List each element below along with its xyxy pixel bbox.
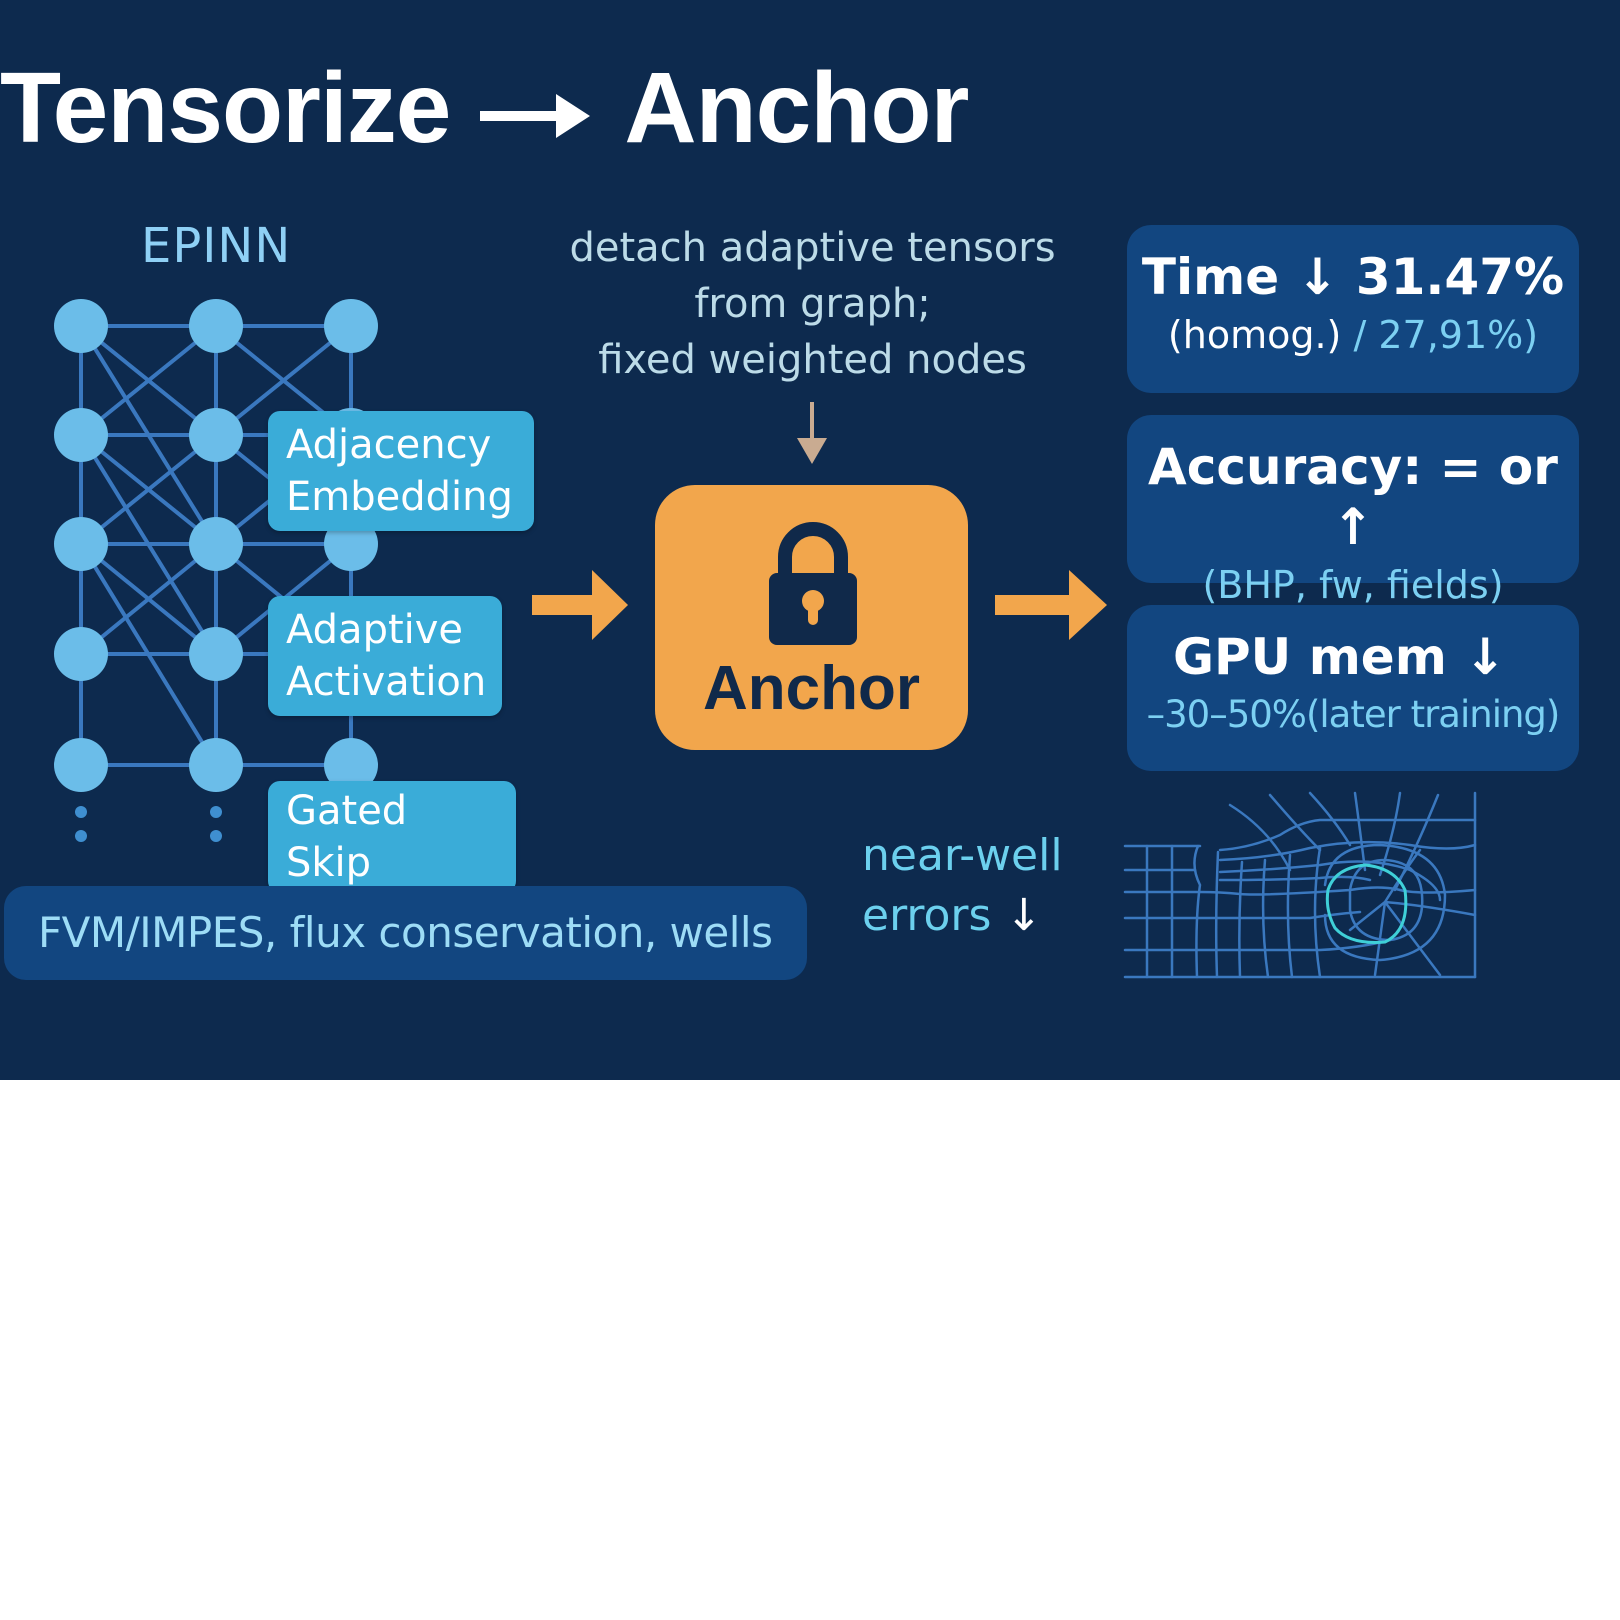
network-edge (79, 542, 218, 767)
network-edge (79, 542, 218, 656)
ellipsis-dot (75, 830, 87, 842)
note-line-1: detach adaptive tensors (569, 225, 1056, 271)
lock-icon (769, 522, 857, 645)
network-node (189, 299, 243, 353)
anchor-label: Anchor (703, 654, 920, 723)
anchor-box: Anchor (655, 485, 968, 750)
title-left: Tensorize (0, 52, 451, 164)
network-edge (79, 324, 218, 546)
note-line-2: from graph; (694, 281, 931, 327)
metric-time-homog: (homog.) (1167, 313, 1342, 357)
anchor-description-note: detach adaptive tensors from graph; fixe… (540, 220, 1085, 388)
network-node (189, 738, 243, 792)
adaptive-activation-tag: Adaptive Activation (268, 596, 502, 716)
metric-gpu-value: GPU mem ↓ (1173, 628, 1507, 686)
epinn-label: EPINN (141, 218, 292, 274)
adjacency-line-2: Embedding (286, 474, 513, 520)
network-node (189, 517, 243, 571)
metric-time-hetero: / 27,91%) (1341, 313, 1539, 357)
near-well-line-1: near-well (862, 830, 1063, 881)
network-edge (214, 324, 353, 437)
note-line-3: fixed weighted nodes (598, 337, 1027, 383)
right-arrow-icon (995, 570, 1107, 640)
metric-accuracy-panel: Accuracy: = or ↑ (BHP, fw, fields) (1127, 415, 1579, 607)
ellipsis-dot (210, 830, 222, 842)
title-arrow-icon (480, 58, 591, 158)
ellipsis-dot (210, 806, 222, 818)
metric-time-value: Time ↓ 31.47% (1141, 248, 1565, 306)
network-node (54, 299, 108, 353)
down-arrow-icon: ↓ (1005, 890, 1043, 941)
metric-accuracy-detail: (BHP, fw, fields) (1202, 563, 1504, 607)
network-node (189, 627, 243, 681)
gated-skip-tag: Gated Skip (268, 781, 516, 893)
near-well-errors-label: near-well errors ↓ (862, 826, 1063, 946)
title-right: Anchor (624, 52, 969, 164)
network-node (54, 627, 108, 681)
network-node (324, 299, 378, 353)
near-well-mesh-grid (1123, 791, 1477, 979)
network-edge (79, 433, 218, 656)
adjacency-line-1: Adjacency (286, 422, 492, 468)
metric-gpu-panel: GPU mem ↓ –30–50%(later training) (1127, 605, 1579, 771)
adjacency-embedding-tag: Adjacency Embedding (268, 411, 534, 531)
network-node (54, 738, 108, 792)
metric-time-panel: Time ↓ 31.47% (homog.) / 27,91%) (1127, 225, 1579, 393)
ellipsis-dot (75, 806, 87, 818)
epinn-network-graph (54, 299, 378, 842)
network-node (324, 738, 378, 792)
down-arrow-icon (797, 402, 827, 464)
adaptive-line-2: Activation (286, 659, 487, 705)
adaptive-line-1: Adaptive (286, 607, 464, 653)
metric-time-detail: (homog.) / 27,91%) (1127, 307, 1579, 363)
physics-footer-bar: FVM/IMPES, flux conservation, wells (4, 886, 807, 980)
network-edge (79, 433, 218, 546)
network-node (54, 517, 108, 571)
network-edge (79, 324, 218, 437)
near-well-line-2: errors ↓ (862, 890, 1043, 941)
network-node (189, 408, 243, 462)
metric-gpu-detail: –30–50%(later training) (1146, 693, 1561, 736)
right-arrow-icon (532, 570, 628, 640)
metric-accuracy-value: Accuracy: = or ↑ (1148, 438, 1558, 556)
network-node (54, 408, 108, 462)
